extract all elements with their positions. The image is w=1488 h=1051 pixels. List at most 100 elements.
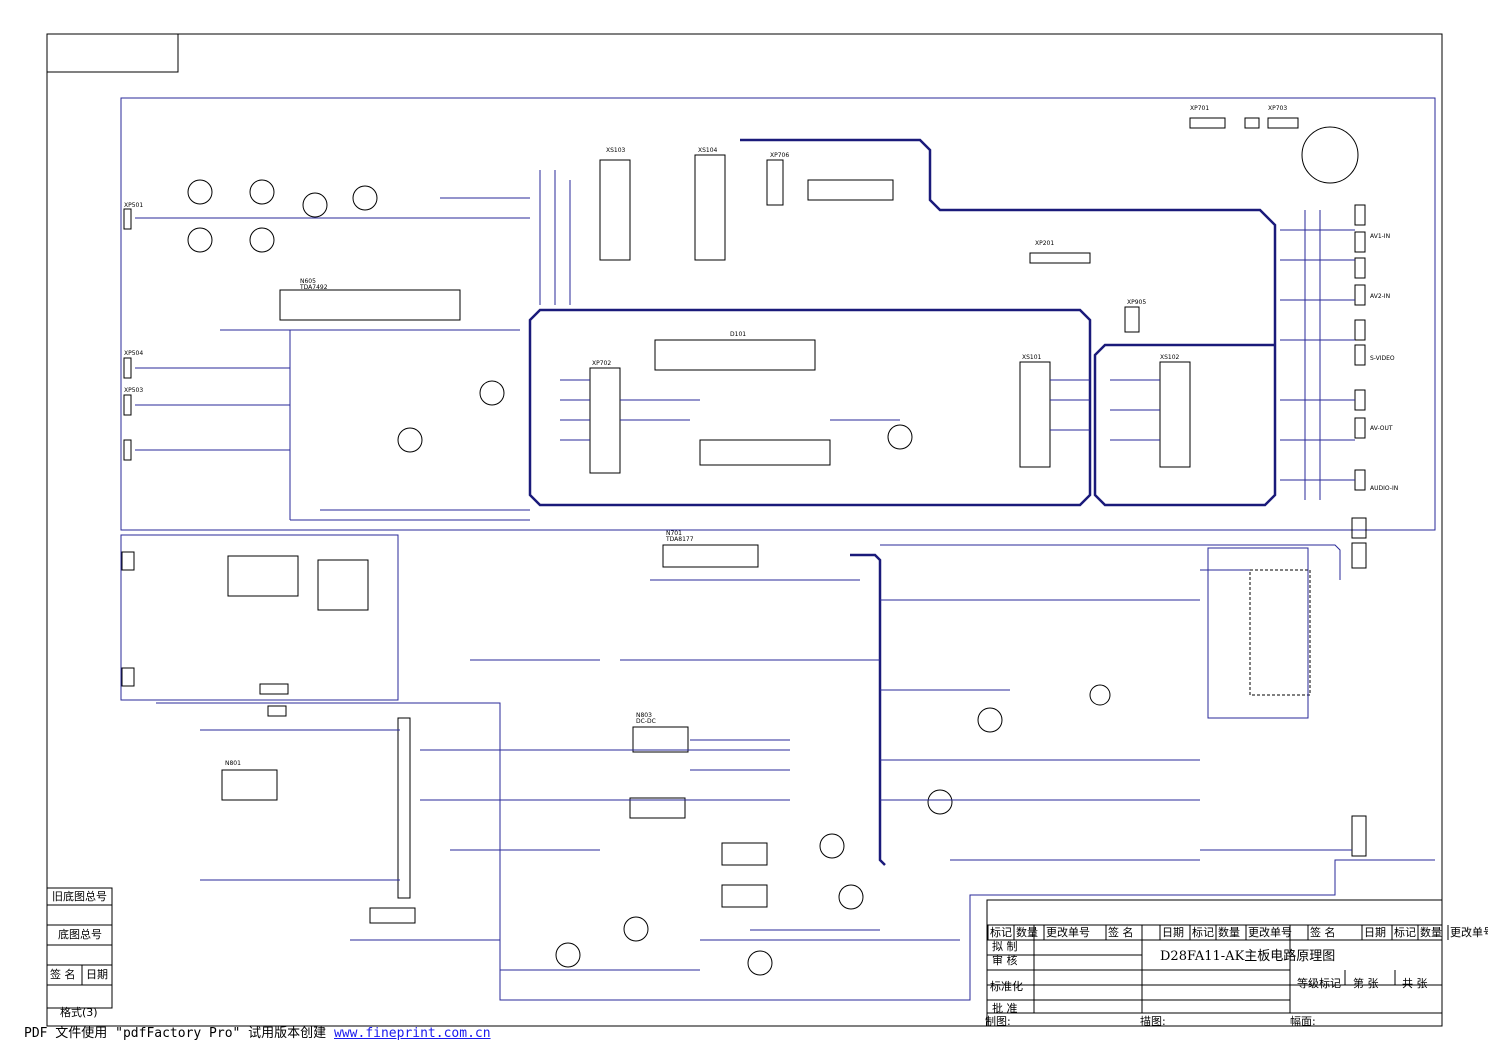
ic-n801 xyxy=(221,769,278,801)
sheet-label: 第 张 xyxy=(1353,976,1379,990)
connector-xp201 xyxy=(1029,252,1091,264)
connector-xp702b xyxy=(1244,117,1260,129)
stamp-sign-label: 签 名 xyxy=(50,967,76,981)
role-approve: 批 准 xyxy=(992,1001,1018,1015)
role-standard: 标准化 xyxy=(990,979,1023,993)
signal-bus-outline xyxy=(528,308,1092,507)
ic-n804 xyxy=(721,842,768,866)
connector-xp702 xyxy=(589,367,621,474)
format-label: 格式(3) xyxy=(60,1005,98,1019)
amp-ic-tda7492 xyxy=(279,289,461,321)
label-xp503: XP503 xyxy=(124,387,143,394)
label-n803: N803 xyxy=(636,712,652,719)
label-audio-in: AUDIO-IN xyxy=(1370,485,1398,492)
connector-xs104 xyxy=(694,154,726,261)
optocoupler xyxy=(369,907,416,924)
total-label: 共 张 xyxy=(1402,977,1428,990)
connector-xs101 xyxy=(1019,361,1051,468)
connector-xp502 xyxy=(123,439,132,461)
label-svideo: S-VIDEO xyxy=(1370,355,1395,362)
power-input-box xyxy=(120,534,399,701)
watermark-link[interactable]: www.fineprint.com.cn xyxy=(334,1026,491,1041)
ic-n805 xyxy=(721,884,768,908)
connector-xp905 xyxy=(1124,306,1140,333)
label-xs102: XS102 xyxy=(1160,354,1180,361)
ic-tda8177 xyxy=(662,544,759,568)
ic-n803 xyxy=(632,726,689,753)
inner-border-top xyxy=(120,97,1436,531)
stamp-date-label: 日期 xyxy=(86,968,108,981)
ic-d102 xyxy=(699,439,831,466)
header-col-1: 数量 xyxy=(1016,926,1038,939)
label-tda8177: TDA8177 xyxy=(665,536,694,543)
header-col-6: 数量 xyxy=(1218,926,1240,939)
main-transformer xyxy=(397,717,411,899)
title-block-grid xyxy=(986,899,1443,1027)
connector-xp301 xyxy=(1351,517,1367,539)
connector-xp503 xyxy=(123,394,132,416)
header-col-2: 更改单号 xyxy=(1046,925,1090,939)
connector-xp501 xyxy=(123,208,132,230)
connector-xs103 xyxy=(599,159,631,261)
transistors-left xyxy=(187,179,1111,976)
connector-cn303 xyxy=(267,705,287,717)
drawing-no-label: 底图总号 xyxy=(58,927,102,941)
connector-xp401 xyxy=(1351,542,1367,569)
corner-box xyxy=(46,33,179,73)
header-col-5: 标记 xyxy=(1192,925,1214,939)
ic-n802 xyxy=(629,797,686,819)
drawing-frame xyxy=(46,33,1443,1027)
label-n605: N605 xyxy=(300,278,316,285)
connector-xs102 xyxy=(1159,361,1191,468)
role-review: 审 核 xyxy=(992,953,1018,967)
connector-xp706 xyxy=(766,159,784,206)
old-drawing-no-label: 旧底图总号 xyxy=(52,889,107,903)
footer-size: 幅面: xyxy=(1290,1015,1316,1028)
label-xp703: XP703 xyxy=(1268,105,1287,112)
connector-xp902 xyxy=(121,667,135,687)
label-xp702: XP702 xyxy=(592,360,611,367)
header-col-8: 签 名 xyxy=(1310,925,1336,939)
label-xs103: XS103 xyxy=(606,147,626,154)
connector-cn301 xyxy=(259,683,289,695)
label-dcdc: DC-DC xyxy=(636,718,656,725)
label-n701: N701 xyxy=(666,530,682,537)
flyback-transformer xyxy=(1249,569,1311,696)
label-av2-in: AV2-IN xyxy=(1370,293,1390,300)
label-xp706: XP706 xyxy=(770,152,789,159)
label-xs104: XS104 xyxy=(698,147,718,154)
header-col-12: 更改单号 xyxy=(1450,925,1488,939)
rca-jacks xyxy=(1354,204,1366,491)
label-av1-in: AV1-IN xyxy=(1370,233,1390,240)
footer-trace: 描图: xyxy=(1140,1014,1166,1028)
main-bus-upper xyxy=(740,138,1277,507)
label-xp501: XP501 xyxy=(124,202,143,209)
label-xs101: XS101 xyxy=(1022,354,1042,361)
label-tda7492: TDA7492 xyxy=(299,284,328,291)
connector-xp504 xyxy=(123,357,132,379)
label-n801: N801 xyxy=(225,760,241,767)
label-d101: D101 xyxy=(730,331,746,338)
label-xp504: XP504 xyxy=(124,350,143,357)
line-filter xyxy=(227,555,299,597)
footer-draw: 制图: xyxy=(985,1015,1011,1028)
header-col-10: 标记 xyxy=(1394,925,1416,939)
label-xp701: XP701 xyxy=(1190,105,1209,112)
header-col-7: 更改单号 xyxy=(1248,925,1292,939)
connector-xp402 xyxy=(1351,815,1367,857)
ac-wire xyxy=(880,544,1341,580)
header-col-4: 日期 xyxy=(1162,926,1184,939)
role-draft: 拟 制 xyxy=(992,939,1018,953)
label-xp905: XP905 xyxy=(1127,299,1146,306)
wires xyxy=(135,170,1355,971)
svideo-jack xyxy=(1301,126,1359,184)
watermark-text: PDF 文件使用 "pdfFactory Pro" 试用版本创建 xyxy=(24,1026,335,1041)
label-av-out: AV-OUT xyxy=(1370,425,1393,432)
header-col-0: 标记 xyxy=(990,925,1012,939)
header-col-11: 数量 xyxy=(1420,926,1442,939)
main-bus-left xyxy=(850,553,886,866)
header-col-3: 签 名 xyxy=(1108,925,1134,939)
connector-tuner xyxy=(807,179,894,201)
left-stamp xyxy=(46,887,113,1009)
